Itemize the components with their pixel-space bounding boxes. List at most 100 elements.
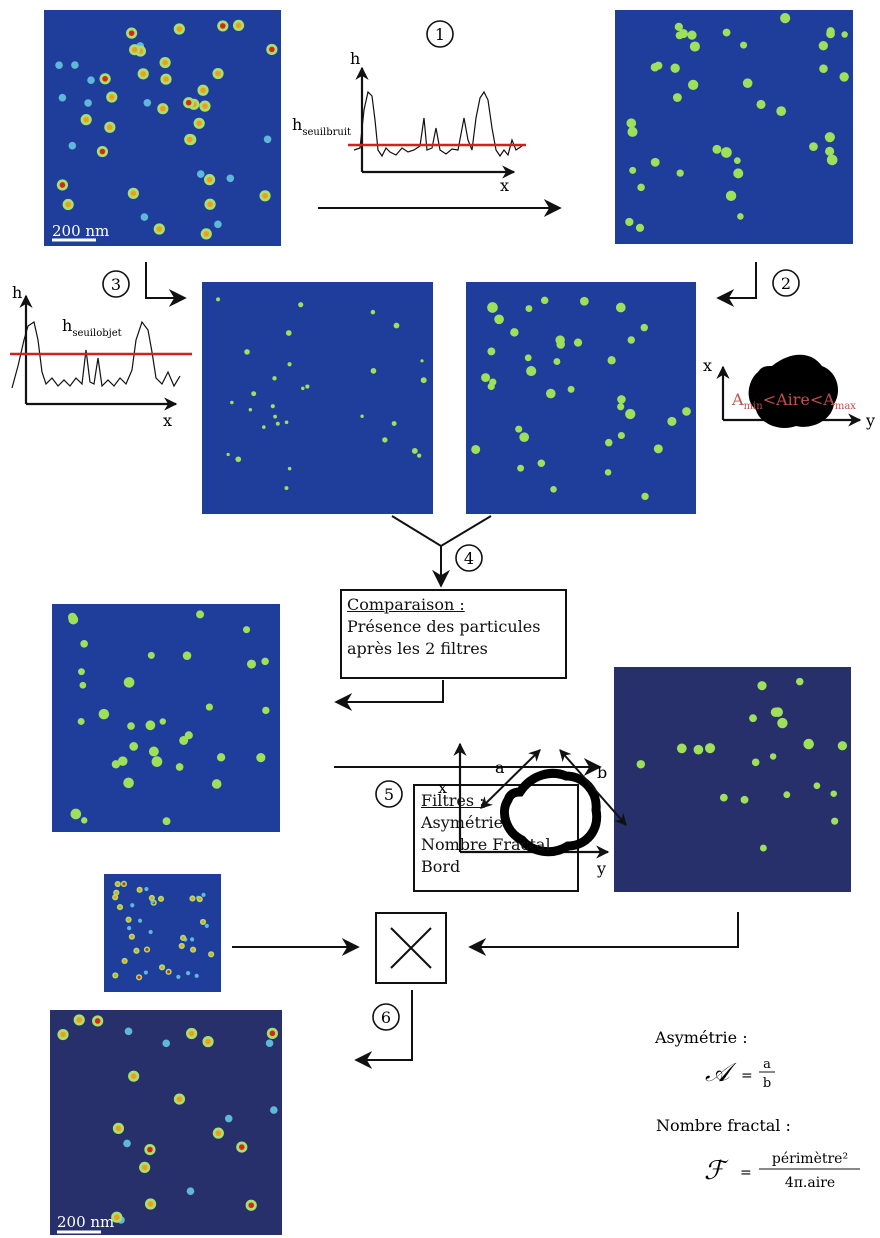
- particle: [818, 41, 828, 51]
- particle: [205, 703, 213, 711]
- particle: [298, 302, 304, 308]
- asymmetry-shape-schematic: x y a b: [438, 742, 627, 878]
- shape-filtered-image: [614, 667, 851, 892]
- particle: [803, 738, 814, 750]
- particle: [809, 142, 818, 151]
- particle: [417, 453, 422, 458]
- particle: [67, 612, 77, 622]
- filters-box-text: Filtres : Asymétrie Nombre Fractal Bord: [421, 790, 577, 878]
- particle: [672, 93, 682, 102]
- particle: [526, 365, 537, 377]
- particle: [494, 314, 504, 325]
- particle-halo: [71, 61, 79, 69]
- comparison-result-image: [52, 604, 280, 832]
- particle: [123, 677, 135, 688]
- particle: [751, 758, 760, 767]
- particle: [211, 779, 222, 789]
- shape-y-axis-label: y: [596, 859, 606, 878]
- particle-core: [162, 59, 168, 66]
- particle: [226, 452, 230, 457]
- comparison-box-text: Comparaison : Présence des particules ap…: [347, 594, 563, 660]
- arrow-to-comparison-image: [334, 680, 444, 711]
- particle-core: [59, 182, 66, 188]
- particle-halo: [58, 93, 67, 102]
- particle-core: [118, 905, 122, 909]
- particle: [261, 657, 269, 666]
- particle-core: [200, 87, 206, 94]
- step-3-marker: 3: [102, 270, 130, 298]
- particle: [813, 782, 821, 790]
- particle: [382, 437, 388, 443]
- filter-asymmetry: Asymétrie: [421, 813, 504, 832]
- particle: [420, 377, 427, 384]
- particle-core: [108, 94, 115, 100]
- particle-halo: [265, 1039, 274, 1048]
- particle-core: [215, 70, 221, 77]
- filter-fractal-number: Nombre Fractal: [421, 835, 551, 854]
- particle: [515, 425, 523, 433]
- particle: [370, 309, 376, 315]
- particle: [604, 469, 612, 476]
- svg-text:3: 3: [111, 275, 121, 294]
- particle-core: [203, 231, 210, 237]
- particle-core: [235, 22, 242, 29]
- area-y-axis-label: y: [865, 411, 875, 430]
- asymmetry-symbol: 𝒜: [705, 1058, 737, 1088]
- particle: [712, 144, 722, 154]
- particle-core: [99, 148, 106, 155]
- particle: [719, 793, 728, 802]
- particle-core: [185, 99, 192, 106]
- particle-core: [180, 944, 184, 948]
- particle: [674, 22, 683, 31]
- particle-halo: [130, 903, 135, 908]
- particle: [742, 78, 753, 88]
- particle: [550, 485, 557, 493]
- arrow-step-2: [716, 262, 757, 307]
- particle: [537, 459, 546, 468]
- particle: [725, 190, 737, 201]
- particle: [127, 722, 135, 730]
- particle: [826, 154, 838, 166]
- particle: [246, 659, 256, 669]
- particle: [693, 744, 704, 755]
- particle-halo: [127, 926, 132, 931]
- noise-threshold-profile: h x hseuilbruit: [292, 49, 526, 195]
- particle: [273, 414, 278, 419]
- filter-edge: Bord: [421, 857, 461, 876]
- particle: [287, 466, 292, 471]
- asymmetry-numerator: a: [763, 1057, 771, 1072]
- particle: [305, 384, 310, 389]
- particle-core: [114, 891, 118, 895]
- particle: [162, 817, 171, 826]
- particle: [640, 323, 648, 332]
- arrow-step-3: [145, 262, 187, 307]
- fractal-symbol: ℱ: [704, 1156, 729, 1186]
- arrow-merge-left: [391, 515, 492, 548]
- particle: [216, 753, 226, 762]
- particle: [151, 756, 163, 767]
- particle: [737, 213, 744, 220]
- particle: [244, 349, 250, 355]
- particle-core: [113, 895, 117, 899]
- particle-core: [238, 1144, 245, 1150]
- profile2-h-axis-label: h: [12, 283, 22, 302]
- particle-halo: [270, 1106, 278, 1114]
- arrow-step-6: [354, 990, 413, 1069]
- particle: [641, 492, 649, 501]
- fractal-label: Nombre fractal :: [656, 1116, 791, 1135]
- object-threshold-image: [202, 282, 433, 514]
- particle-core: [128, 30, 135, 36]
- scale-bar-label-top: 200 nm: [52, 222, 109, 240]
- particle: [235, 456, 242, 463]
- particle: [123, 777, 134, 789]
- particle-halo: [144, 886, 149, 892]
- afm-raw-image-top: 200 nm: [44, 10, 281, 246]
- particle: [625, 217, 634, 227]
- step-4-marker: 4: [455, 544, 483, 572]
- particle-core: [156, 226, 163, 232]
- particle: [796, 677, 804, 686]
- particle-core: [181, 936, 185, 940]
- particle-core: [269, 46, 275, 53]
- step-1-marker: 1: [426, 20, 454, 48]
- particle-core: [163, 76, 169, 82]
